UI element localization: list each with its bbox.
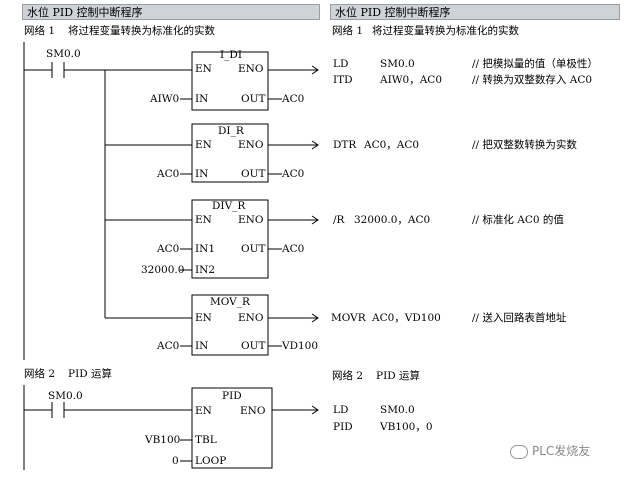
block-pid-eno: ENO <box>240 405 266 417</box>
right-panel-title: 水位 PID 控制中断程序 <box>330 4 620 20</box>
right-network1-comment: 将过程变量转换为标准化的实数 <box>372 25 519 37</box>
block-idi-name: I_DI <box>220 49 242 61</box>
stl-line5-op: MOVR <box>331 312 366 324</box>
right-network2-label: 网络 2 <box>332 370 364 382</box>
stl-line1-comment: // 把模拟量的值（单极性） <box>472 58 598 70</box>
block-pid-tbl-pin: TBL <box>195 434 217 446</box>
watermark: PLC发烧友 <box>510 442 590 459</box>
movr-eno-arrow <box>311 313 319 323</box>
stl-line2-args: AIW0，AC0 <box>380 74 443 86</box>
block-dir-eno: ENO <box>238 139 264 151</box>
left-network1-label: 网络 1 <box>24 25 56 37</box>
stl-line2-op: ITD <box>333 74 353 86</box>
block-divr-name: DIV_R <box>212 200 246 212</box>
stl-line5-comment: // 送入回路表首地址 <box>472 312 567 324</box>
left-network1-contact-label: SM0.0 <box>46 48 81 60</box>
dir-eno-arrow <box>311 140 319 150</box>
stl-line1-args: SM0.0 <box>380 58 415 70</box>
right-network2-comment: PID 运算 <box>376 370 420 382</box>
block-movr-out-val: VD100 <box>282 340 319 352</box>
stl-net2-line2-op: PID <box>333 421 353 433</box>
block-divr-in1-pin: IN1 <box>195 243 216 255</box>
block-pid-loop-pin: LOOP <box>195 455 227 467</box>
block-movr-name: MOV_R <box>210 296 250 308</box>
block-dir-name: DI_R <box>218 125 244 137</box>
pid-eno-arrow <box>311 405 319 415</box>
block-divr-in2-val: 32000.0 <box>141 264 185 276</box>
block-divr-in1-val: AC0 <box>157 243 180 255</box>
block-idi-eno: ENO <box>238 63 264 75</box>
block-movr-in-val: AC0 <box>157 340 180 352</box>
left-network2-contact-label: SM0.0 <box>48 390 83 402</box>
block-dir-box <box>191 123 269 183</box>
stl-line1-op: LD <box>333 58 349 70</box>
block-idi-in-pin: IN <box>195 93 209 105</box>
block-divr-box <box>191 199 269 279</box>
block-divr-eno: ENO <box>238 214 264 226</box>
block-pid-loop-val: 0 <box>172 455 179 467</box>
wechat-icon <box>510 444 528 459</box>
stl-line3-op: DTR <box>333 139 357 151</box>
stl-line3-comment: // 把双整数转换为实数 <box>472 139 577 151</box>
block-pid-box <box>191 387 273 469</box>
block-idi-box <box>191 51 269 111</box>
stl-net2-line1-args: SM0.0 <box>380 404 415 416</box>
block-idi-out-pin: OUT <box>241 93 266 105</box>
block-dir-in-pin: IN <box>195 168 209 180</box>
watermark-text: PLC发烧友 <box>532 444 591 458</box>
block-divr-en: EN <box>195 214 212 226</box>
block-idi-out-val: AC0 <box>282 93 305 105</box>
block-pid-name: PID <box>222 390 242 402</box>
left-network2-label: 网络 2 <box>24 368 56 380</box>
block-dir-out-pin: OUT <box>241 168 266 180</box>
idi-eno-arrow <box>311 65 319 75</box>
block-movr-box <box>191 294 269 356</box>
block-divr-out-val: AC0 <box>282 243 305 255</box>
block-idi-in-val: AIW0 <box>150 93 180 105</box>
block-dir-out-val: AC0 <box>282 168 305 180</box>
stl-line3-args: AC0，AC0 <box>364 139 420 151</box>
block-divr-out-pin: OUT <box>241 243 266 255</box>
stl-net2-line2-args: VB100，0 <box>380 421 433 433</box>
stl-line4-op: /R <box>333 214 345 226</box>
stl-line4-args: 32000.0，AC0 <box>354 214 431 226</box>
block-movr-out-pin: OUT <box>241 340 266 352</box>
divr-eno-arrow <box>311 215 319 225</box>
left-panel-title: 水位 PID 控制中断程序 <box>22 4 320 20</box>
block-divr-in2-pin: IN2 <box>195 264 216 276</box>
block-dir-in-val: AC0 <box>157 168 180 180</box>
block-dir-en: EN <box>195 139 212 151</box>
block-movr-in-pin: IN <box>195 340 209 352</box>
stl-net2-line1-op: LD <box>333 404 349 416</box>
stl-line5-args: AC0，VD100 <box>372 312 441 324</box>
block-movr-en: EN <box>195 312 212 324</box>
left-network2-comment: PID 运算 <box>68 368 112 380</box>
left-network1-comment: 将过程变量转换为标准化的实数 <box>68 25 215 37</box>
block-idi-en: EN <box>195 63 212 75</box>
stl-line2-comment: // 转换为双整数存入 AC0 <box>472 74 593 86</box>
right-network1-label: 网络 1 <box>332 25 364 37</box>
block-movr-eno: ENO <box>238 312 264 324</box>
stl-line4-comment: // 标准化 AC0 的值 <box>472 214 564 226</box>
block-pid-en: EN <box>195 405 212 417</box>
block-pid-tbl-val: VB100 <box>145 434 181 446</box>
